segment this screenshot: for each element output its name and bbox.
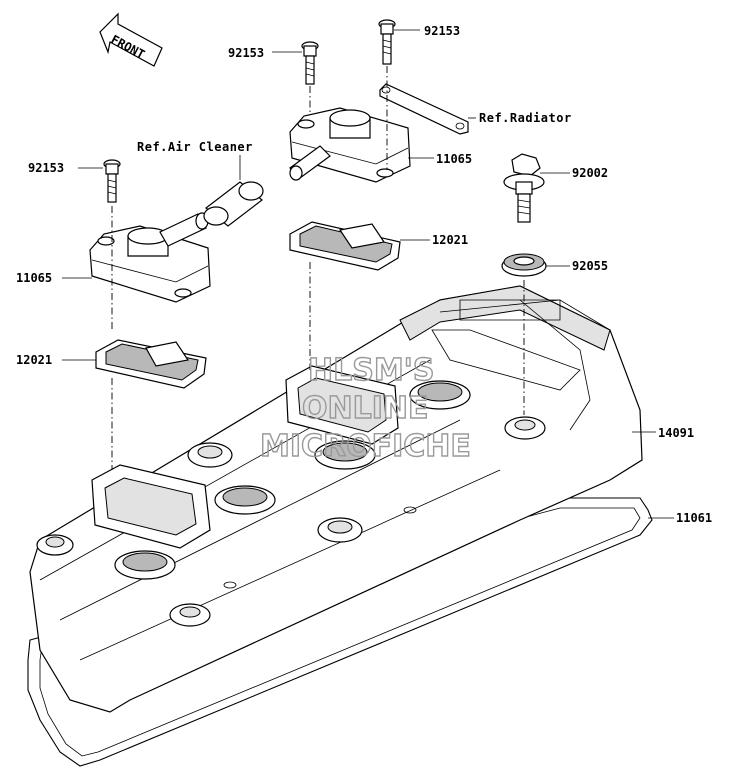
- reed-cover-right[interactable]: [289, 107, 411, 183]
- reed-valve-right[interactable]: [289, 221, 401, 271]
- label-flange-bolt: 92002: [572, 166, 608, 180]
- label-bolt-left: 92153: [28, 161, 64, 175]
- reed-cover-left[interactable]: [89, 212, 211, 303]
- label-reed-right: 12021: [432, 233, 468, 247]
- watermark: HLSM'S ONLINE MICROFICHE: [259, 352, 471, 464]
- bolt-left[interactable]: [103, 159, 121, 203]
- reed-valve-left[interactable]: [95, 339, 207, 389]
- front-arrow-icon: FRONT: [99, 12, 163, 67]
- bolt-right[interactable]: [378, 19, 396, 65]
- bolt-mid[interactable]: [301, 41, 319, 85]
- label-cover-left: 11065: [16, 271, 52, 285]
- label-head-cover: 14091: [658, 426, 694, 440]
- label-bolt-right: 92153: [424, 24, 460, 38]
- label-gasket: 11061: [676, 511, 712, 525]
- watermark-line-3: MICROFICHE: [260, 429, 471, 464]
- ref-air-cleaner-label: Ref.Air Cleaner: [137, 140, 253, 154]
- flange-bolt[interactable]: [503, 153, 545, 223]
- air-cleaner-hose: [203, 181, 264, 227]
- label-cover-right: 11065: [436, 152, 472, 166]
- radiator-bracket: [379, 83, 469, 135]
- label-reed-left: 12021: [16, 353, 52, 367]
- watermark-line-2: ONLINE: [302, 391, 429, 426]
- label-grommet: 92055: [572, 259, 608, 273]
- watermark-line-1: HLSM'S: [308, 353, 434, 388]
- leader-lines: [62, 29, 674, 519]
- label-bolt-mid: 92153: [228, 46, 264, 60]
- ref-radiator-label: Ref.Radiator: [479, 111, 572, 125]
- grommet[interactable]: [501, 253, 547, 277]
- cylinder-head-cover[interactable]: [29, 285, 643, 713]
